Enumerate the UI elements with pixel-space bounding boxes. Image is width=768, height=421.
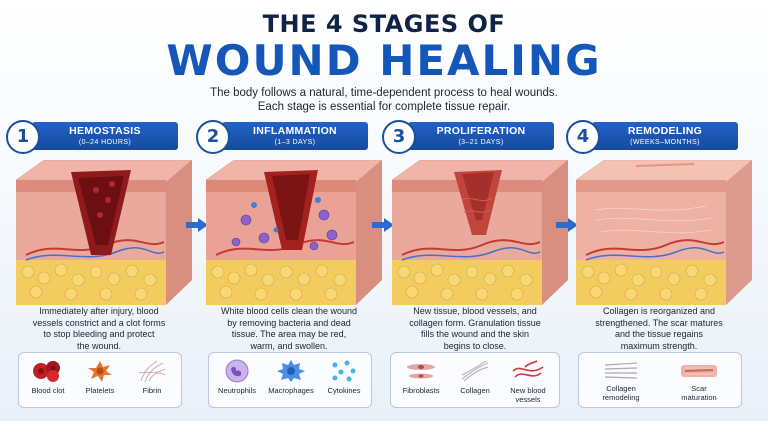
desc-line: Collagen is reorganized and xyxy=(602,306,716,316)
proliferation-tissue-illustration xyxy=(392,160,568,305)
desc-line: the wound. xyxy=(76,340,122,351)
stage-3: 3 PROLIFERATION (3–21 DAYS) New tissue, … xyxy=(382,120,568,420)
desc-line: begins to close. xyxy=(443,340,507,351)
remodeling-tissue-illustration xyxy=(576,160,752,305)
cell-label: Fibrin xyxy=(142,386,162,395)
stage-description: White blood cells clean the wound by rem… xyxy=(198,306,380,352)
stage-description: Immediately after injury, blood vessels … xyxy=(8,306,190,352)
desc-line: maximum strength. xyxy=(620,340,698,351)
arrow-right-icon xyxy=(186,218,208,232)
desc-line: and the tissue regains xyxy=(614,329,704,339)
hemostasis-tissue-illustration xyxy=(16,160,192,305)
stage-name: REMODELING xyxy=(627,125,703,137)
cytokines-icon xyxy=(332,360,356,382)
cell-types-box: Fibroblasts Collagen New blood vessels xyxy=(390,352,560,408)
title-line-1: THE 4 STAGES OF xyxy=(262,10,506,38)
cell-label: Collagen xyxy=(606,384,636,393)
cell-types-box: Neutrophils Macrophages Cytokines xyxy=(208,352,372,408)
stage-name: INFLAMMATION xyxy=(253,125,337,137)
macrophage-icon xyxy=(277,360,305,382)
cell-fibroblasts: Fibroblasts xyxy=(395,359,447,395)
desc-line: to stop bleeding and protect xyxy=(43,329,155,339)
cell-label: New blood xyxy=(510,386,546,395)
cell-collagen: Collagen xyxy=(449,359,501,395)
fibrin-icon xyxy=(138,360,166,383)
blood-vessel-icon xyxy=(512,360,544,378)
cell-scar-maturation: Scar maturation xyxy=(663,359,735,402)
stage-time: (3–21 DAYS) xyxy=(458,139,504,146)
cell-fibrin: Fibrin xyxy=(129,359,175,395)
collagen-icon xyxy=(461,360,489,382)
desc-line: Immediately after injury, blood xyxy=(39,306,159,316)
subtitle-line-2: Each stage is essential for complete tis… xyxy=(257,101,511,113)
subtitle: The body follows a natural, time-depende… xyxy=(0,86,768,114)
desc-line: tissue. The area may be red, xyxy=(231,329,347,339)
cell-label: Cytokines xyxy=(327,386,361,395)
cell-label: Neutrophils xyxy=(218,386,256,395)
desc-line: fills the wound and the skin xyxy=(420,329,530,339)
stage-name: PROLIFERATION xyxy=(436,125,526,137)
cell-label: Fibroblasts xyxy=(402,386,440,395)
inflammation-tissue-illustration xyxy=(206,160,382,305)
stage-number-badge: 3 xyxy=(382,120,416,154)
cell-label: remodeling xyxy=(602,393,640,402)
stage-4: 4 REMODELING (WEEKS–MONTHS) Collagen is … xyxy=(566,120,752,420)
subtitle-line-1: The body follows a natural, time-depende… xyxy=(210,87,558,99)
scar-icon xyxy=(681,365,717,377)
stage-label: REMODELING (WEEKS–MONTHS) xyxy=(592,122,738,150)
cell-label: Scar xyxy=(691,384,707,393)
neutrophil-icon xyxy=(225,359,249,383)
cell-label: Collagen xyxy=(460,386,490,395)
stage-2: 2 INFLAMMATION (1–3 DAYS) White blood ce… xyxy=(196,120,382,420)
cell-cytokines: Cytokines xyxy=(319,359,369,395)
stage-name: HEMOSTASIS xyxy=(69,125,141,137)
stage-label: INFLAMMATION (1–3 DAYS) xyxy=(222,122,368,150)
platelet-icon xyxy=(88,361,112,382)
stage-1: 1 HEMOSTASIS (0–24 HOURS) Immediately af… xyxy=(6,120,192,420)
cell-label: maturation xyxy=(681,393,717,402)
desc-line: vessels constrict and a clot forms xyxy=(32,317,166,328)
stage-description: Collagen is reorganized and strengthened… xyxy=(568,306,750,352)
collagen-remodeling-icon xyxy=(604,362,638,379)
stage-time: (0–24 HOURS) xyxy=(78,139,132,146)
cell-collagen-remodeling: Collagen remodeling xyxy=(585,359,657,402)
cell-types-box: Blood clot Platelets Fibrin xyxy=(18,352,182,408)
stage-time: (1–3 DAYS) xyxy=(274,139,316,146)
cell-macrophages: Macrophages xyxy=(263,359,319,395)
stage-time: (WEEKS–MONTHS) xyxy=(630,139,700,146)
desc-line: strengthened. The scar matures xyxy=(595,317,723,328)
arrow-right-icon xyxy=(372,218,394,232)
arrow-right-icon xyxy=(556,218,578,232)
cell-new-blood-vessels: New blood vessels xyxy=(501,359,555,404)
cell-blood-clot: Blood clot xyxy=(25,359,71,395)
cell-platelets: Platelets xyxy=(77,359,123,395)
stage-number-badge: 2 xyxy=(196,120,230,154)
desc-line: White blood cells clean the wound xyxy=(220,306,358,316)
cell-label: Blood clot xyxy=(31,386,65,395)
stage-label: PROLIFERATION (3–21 DAYS) xyxy=(408,122,554,150)
cell-label: Macrophages xyxy=(268,386,314,395)
stage-description: New tissue, blood vessels, and collagen … xyxy=(384,306,566,352)
cell-label: vessels xyxy=(515,395,541,404)
desc-line: warm, and swollen. xyxy=(250,340,328,351)
desc-line: New tissue, blood vessels, and xyxy=(413,306,537,316)
stage-number-badge: 1 xyxy=(6,120,40,154)
desc-line: by removing bacteria and dead xyxy=(227,317,351,328)
desc-line: collagen form. Granulation tissue xyxy=(409,317,541,328)
blood-clot-icon xyxy=(33,361,60,382)
cell-types-box: Collagen remodeling Scar maturation xyxy=(578,352,742,408)
fibroblast-icon xyxy=(407,364,435,379)
stage-label: HEMOSTASIS (0–24 HOURS) xyxy=(32,122,178,150)
title-line-2: WOUND HEALING xyxy=(166,36,602,85)
stage-number-badge: 4 xyxy=(566,120,600,154)
cell-neutrophils: Neutrophils xyxy=(211,359,263,395)
cell-label: Platelets xyxy=(85,386,115,395)
